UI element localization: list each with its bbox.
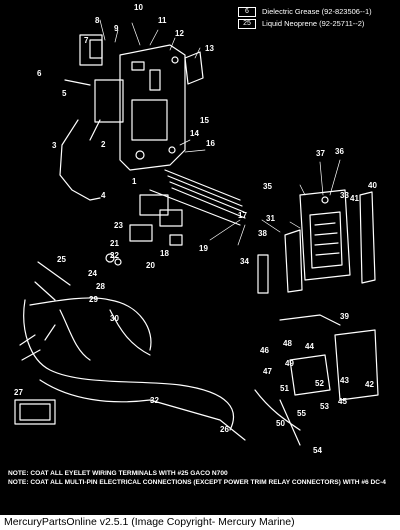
- callout-7: 7: [84, 36, 89, 45]
- callout-12: 12: [175, 29, 184, 38]
- legend-text-25: Liquid Neoprene (92-25711--2): [262, 19, 365, 28]
- leader-lines: [99, 19, 341, 246]
- callout-18: 18: [160, 249, 169, 258]
- callout-46: 46: [260, 346, 269, 355]
- callout-55: 55: [297, 409, 306, 418]
- callout-53: 53: [320, 402, 329, 411]
- callout-9: 9: [114, 24, 119, 33]
- trim-relay-assembly: [254, 314, 379, 446]
- callout-38: 38: [258, 229, 267, 238]
- legend-symbol-6: 6: [238, 7, 256, 17]
- callout-34: 34: [240, 257, 249, 266]
- relay-assembly: [64, 34, 124, 141]
- note-eyelet-terminals: NOTE: COAT ALL EYELET WIRING TERMINALS W…: [8, 470, 228, 477]
- callout-8: 8: [95, 16, 100, 25]
- callout-45: 45: [338, 397, 347, 406]
- callout-25: 25: [57, 255, 66, 264]
- callout-14: 14: [190, 129, 199, 138]
- callout-39: 39: [340, 312, 349, 321]
- callout-47: 47: [263, 367, 272, 376]
- callout-29: 29: [89, 295, 98, 304]
- callout-48: 48: [283, 339, 292, 348]
- mounting-plate: [119, 44, 186, 171]
- callout-28: 28: [96, 282, 105, 291]
- callout-52: 52: [315, 379, 324, 388]
- callout-24: 24: [88, 269, 97, 278]
- ecm-bracket: [359, 191, 376, 284]
- callout-23: 23: [114, 221, 123, 230]
- callout-33: 33: [340, 191, 349, 200]
- callout-35: 35: [263, 182, 272, 191]
- callout-31: 31: [266, 214, 275, 223]
- copyright-footer: MercuryPartsOnline v2.5.1 (Image Copyrig…: [0, 515, 400, 530]
- callout-27: 27: [14, 388, 23, 397]
- callout-49: 49: [285, 359, 294, 368]
- callout-17: 17: [238, 211, 247, 220]
- tie-strap: [37, 261, 71, 286]
- cable: [59, 119, 91, 201]
- callout-2: 2: [101, 140, 106, 149]
- callout-19: 19: [199, 244, 208, 253]
- connector-strip: [257, 254, 269, 294]
- callout-21: 21: [110, 239, 119, 248]
- callout-43: 43: [340, 376, 349, 385]
- callout-50: 50: [276, 419, 285, 428]
- callout-51: 51: [280, 384, 289, 393]
- legend-symbol-25: 25: [238, 19, 256, 29]
- note-multi-pin-connections: NOTE: COAT ALL MULTI-PIN ELECTRICAL CONN…: [8, 478, 386, 486]
- callout-11: 11: [158, 16, 167, 25]
- callout-26: 26: [220, 425, 229, 434]
- callout-1: 1: [132, 177, 137, 186]
- callout-37: 37: [316, 149, 325, 158]
- callout-36: 36: [335, 147, 344, 156]
- legend-text-6: Dielectric Grease (92-823506--1): [262, 7, 372, 16]
- harness-bundle: [129, 169, 246, 246]
- ecm-module: [284, 189, 351, 293]
- callout-41: 41: [350, 194, 359, 203]
- callout-10: 10: [134, 3, 143, 12]
- callout-42: 42: [365, 380, 374, 389]
- grommet: [105, 253, 115, 263]
- callout-44: 44: [305, 342, 314, 351]
- callout-3: 3: [52, 141, 57, 150]
- diagram-notes: NOTE: COAT ALL EYELET WIRING TERMINALS W…: [8, 470, 393, 487]
- callout-22: 22: [110, 251, 119, 260]
- main-wiring-harness: [19, 297, 246, 441]
- callout-15: 15: [200, 116, 209, 125]
- bracket: [184, 51, 204, 85]
- callout-16: 16: [206, 139, 215, 148]
- callout-40: 40: [368, 181, 377, 190]
- callout-32: 32: [150, 396, 159, 405]
- callout-6: 6: [37, 69, 42, 78]
- callout-4: 4: [101, 191, 106, 200]
- callout-30: 30: [110, 314, 119, 323]
- component-box: [14, 399, 56, 425]
- callout-20: 20: [146, 261, 155, 270]
- callout-54: 54: [313, 446, 322, 455]
- callout-5: 5: [62, 89, 67, 98]
- callout-13: 13: [205, 44, 214, 53]
